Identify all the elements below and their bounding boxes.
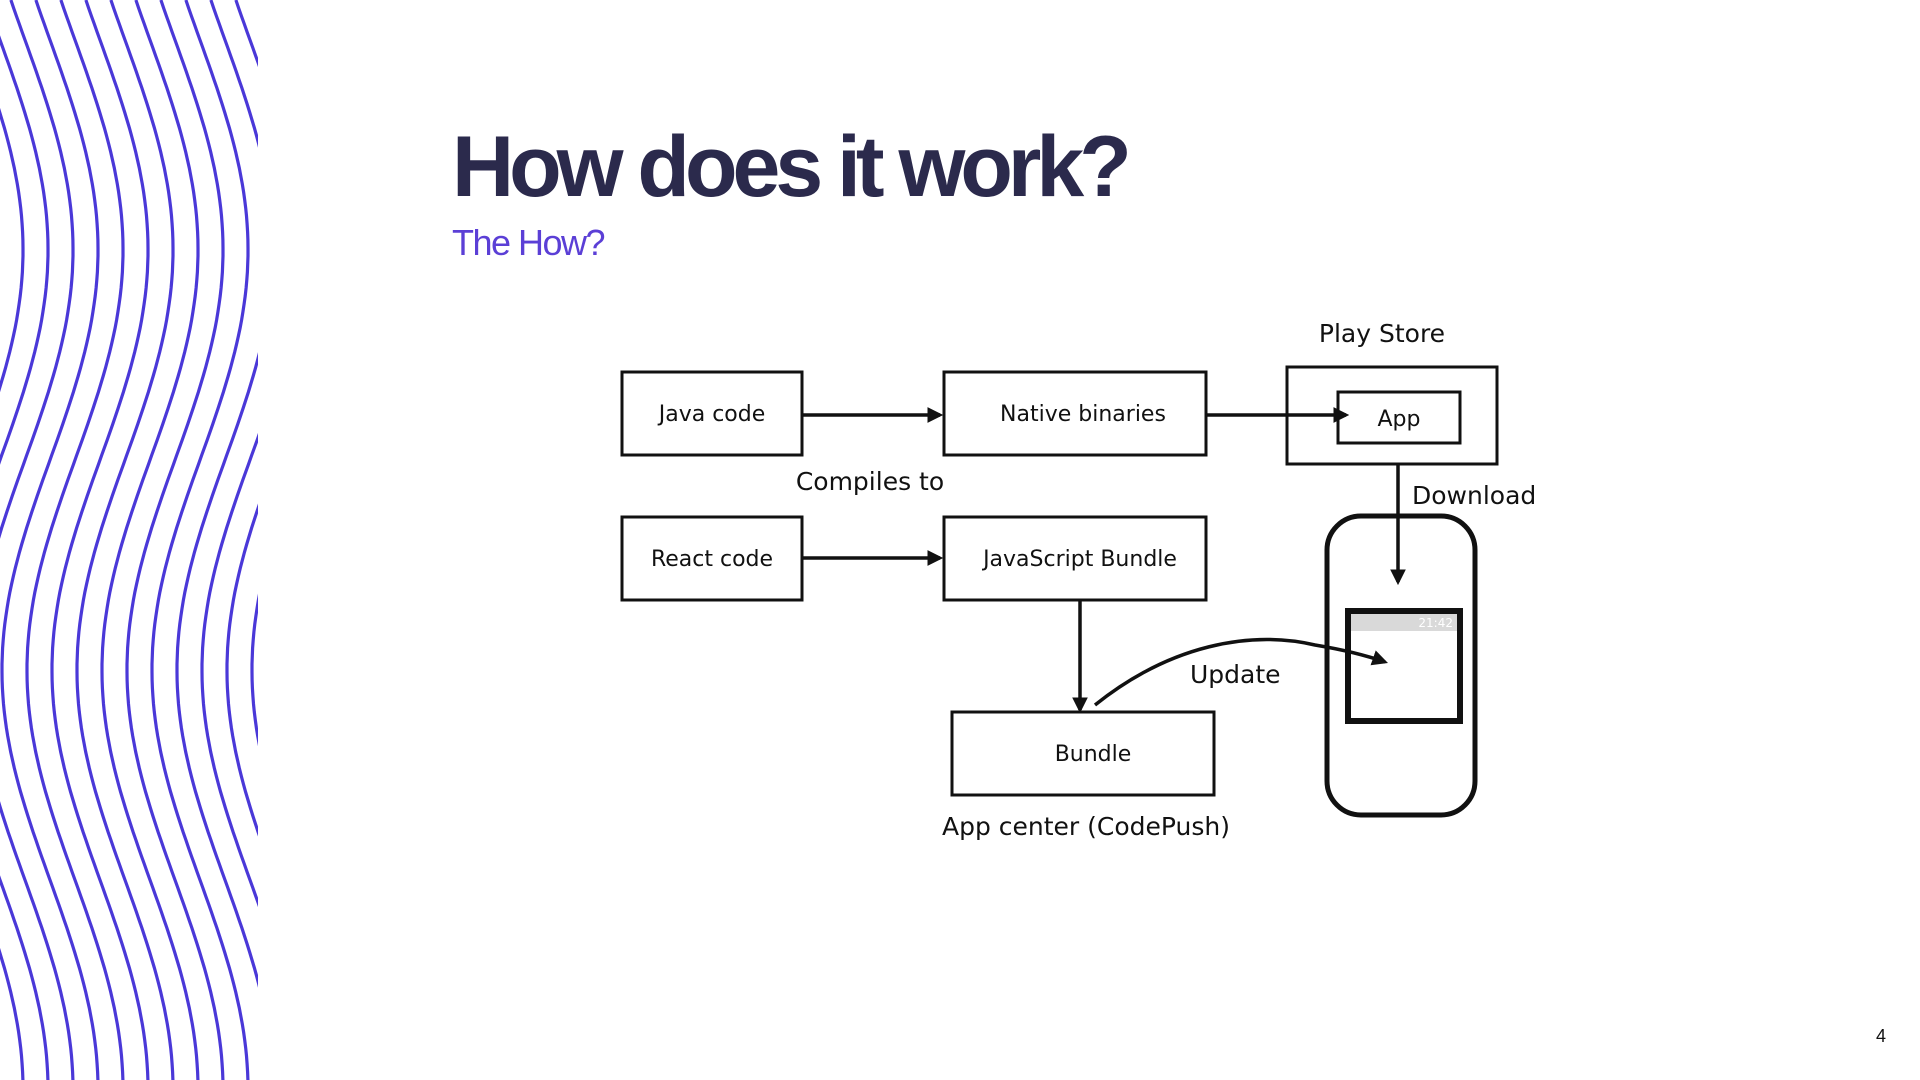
wave-stripe	[0, 0, 100, 1080]
build-flow-diagram: Play Store Java code Native binaries App…	[620, 319, 1536, 841]
wave-stripe	[225, 503, 258, 837]
wave-stripe	[0, 107, 25, 1080]
app-label: App	[1378, 407, 1421, 432]
javascript-bundle-label: JavaScript Bundle	[981, 547, 1177, 572]
app-center-label: App center (CodePush)	[942, 812, 1230, 841]
wave-stripe	[25, 0, 125, 1080]
decorative-wave-pattern	[0, 0, 258, 1080]
wave-stripe	[100, 0, 200, 1080]
wave-stripe	[250, 593, 258, 747]
wave-stripe	[175, 0, 258, 988]
wave-stripe	[75, 0, 175, 1080]
wave-stripe	[0, 35, 50, 1080]
update-arrow	[1093, 637, 1388, 707]
native-binaries-label: Native binaries	[1000, 402, 1166, 427]
update-label: Update	[1190, 660, 1281, 689]
wave-stripe	[200, 0, 258, 908]
compiles-to-label: Compiles to	[796, 467, 944, 496]
java-code-label: Java code	[657, 402, 766, 427]
wave-stripe	[125, 0, 225, 1080]
native-binaries-node: Native binaries	[942, 370, 1208, 457]
java-code-node: Java code	[620, 370, 804, 457]
bundle-node: Bundle	[950, 710, 1216, 797]
bundle-label: Bundle	[1055, 742, 1132, 767]
react-code-label: React code	[651, 547, 773, 572]
wave-stripe	[0, 0, 75, 1080]
phone-status-clock: 21:42	[1418, 616, 1453, 630]
slide-title: How does it work?	[452, 119, 1132, 215]
phone-device: 21:42	[1324, 513, 1478, 818]
react-code-node: React code	[620, 515, 804, 602]
slide-subtitle: The How?	[452, 222, 606, 263]
download-label: Download	[1412, 481, 1536, 510]
wave-stripe	[50, 0, 150, 1080]
play-store-label: Play Store	[1319, 319, 1445, 348]
page-number: 4	[1876, 1026, 1887, 1046]
javascript-bundle-node: JavaScript Bundle	[942, 515, 1208, 602]
wave-stripe	[150, 0, 250, 1080]
